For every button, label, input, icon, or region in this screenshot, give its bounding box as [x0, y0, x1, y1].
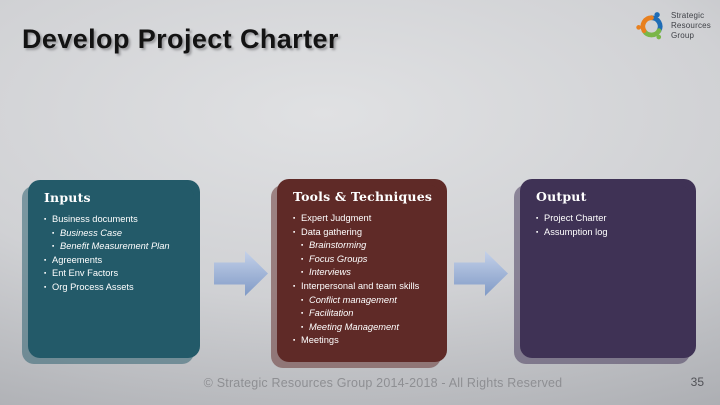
- flow-arrow-right-icon: [454, 251, 508, 296]
- output-box: Output ▪ Project Charter ▪ Assumption log: [520, 179, 696, 358]
- list-item-text: Facilitation: [309, 308, 354, 319]
- list-item: ▪ Benefit Measurement Plan: [44, 240, 191, 254]
- tools-techniques-box: Tools & Techniques ▪ Expert Judgment ▪ Data…: [277, 179, 447, 362]
- inputs-list: ▪ Business documents ▪ Business Case ▪ Benefi…: [44, 213, 191, 295]
- list-item-text: Org Process Assets: [52, 281, 134, 292]
- list-item: ▪ Data gathering: [293, 226, 438, 240]
- list-item: ▪ Expert Judgment: [293, 212, 438, 226]
- bullet-icon: ▪: [293, 337, 296, 345]
- inputs-box: Inputs ▪ Business documents ▪ Business Case…: [28, 180, 200, 358]
- list-item: ▪ Meetings: [293, 334, 438, 348]
- logo-text-line: Group: [670, 30, 695, 40]
- bullet-icon: ▪: [52, 243, 55, 251]
- bullet-icon: ▪: [293, 282, 296, 290]
- bullet-icon: ▪: [536, 215, 539, 222]
- output-box-title: Output: [536, 189, 587, 204]
- list-item: ▪ Business Case: [44, 227, 191, 241]
- bullet-icon: ▪: [44, 270, 47, 278]
- tools-techniques-box-title: Tools & Techniques: [293, 189, 433, 204]
- bullet-icon: ▪: [52, 229, 55, 237]
- list-item-text: Expert Judgment: [301, 213, 372, 223]
- inputs-box-title: Inputs: [44, 190, 91, 205]
- bullet-icon: ▪: [301, 296, 304, 304]
- list-item-text: Project Charter: [544, 213, 607, 223]
- list-item: ▪ Conflict management: [293, 294, 438, 308]
- list-item-text: Meetings: [301, 335, 339, 346]
- bullet-icon: ▪: [301, 255, 304, 263]
- logo-text: Strategic Resources Group: [671, 11, 711, 41]
- bullet-icon: ▪: [301, 269, 304, 277]
- list-item-text: Benefit Measurement Plan: [60, 241, 170, 252]
- list-item-text: Focus Groups: [309, 253, 368, 264]
- bullet-icon: ▪: [301, 310, 304, 318]
- list-item: ▪ Interviews: [293, 266, 438, 280]
- list-item-text: Business documents: [52, 214, 138, 224]
- list-item-text: Business Case: [60, 227, 123, 238]
- list-item: ▪ Meeting Management: [293, 321, 438, 335]
- tools-techniques-list: ▪ Expert Judgment ▪ Data gathering ▪ Brainsto…: [293, 212, 438, 348]
- list-item-text: Ent Env Factors: [52, 268, 119, 279]
- list-item: ▪ Assumption log: [536, 226, 687, 240]
- list-item-text: Interviews: [309, 267, 351, 278]
- list-item: ▪ Org Process Assets: [44, 281, 191, 295]
- bullet-icon: ▪: [44, 283, 47, 291]
- list-item-text: Agreements: [52, 254, 103, 265]
- list-item-text: Meeting Management: [309, 321, 399, 332]
- logo-icon: [636, 12, 663, 40]
- list-item: ▪ Project Charter: [536, 212, 687, 226]
- bullet-icon: ▪: [536, 228, 539, 236]
- list-item: ▪ Focus Groups: [293, 253, 438, 267]
- list-item-text: Interpersonal and team skills: [301, 280, 420, 291]
- output-list: ▪ Project Charter ▪ Assumption log: [536, 212, 687, 239]
- bullet-icon: ▪: [293, 215, 296, 222]
- list-item-text: Data gathering: [301, 226, 362, 237]
- page-title: Develop Project Charter: [22, 24, 339, 54]
- bullet-icon: ▪: [301, 242, 304, 250]
- list-item-text: Conflict management: [309, 294, 397, 305]
- logo-text-line: Resources: [670, 20, 711, 30]
- list-item: ▪ Business documents: [44, 213, 191, 227]
- list-item-text: Brainstorming: [309, 240, 367, 251]
- bullet-icon: ▪: [44, 256, 47, 264]
- bullet-icon: ▪: [301, 323, 304, 331]
- list-item-text: Assumption log: [544, 226, 608, 237]
- logo-text-line: Strategic: [670, 10, 705, 20]
- list-item: ▪ Facilitation: [293, 307, 438, 321]
- bullet-icon: ▪: [44, 216, 47, 223]
- list-item: ▪ Ent Env Factors: [44, 267, 191, 281]
- bullet-icon: ▪: [293, 228, 296, 236]
- list-item: ▪ Interpersonal and team skills: [293, 280, 438, 294]
- list-item: ▪ Agreements: [44, 254, 191, 268]
- copyright-footer: © Strategic Resources Group 2014-2018 - …: [203, 376, 563, 390]
- page-number: 35: [690, 375, 704, 389]
- list-item: ▪ Brainstorming: [293, 239, 438, 253]
- flow-arrow-right-icon: [214, 251, 268, 296]
- company-logo: Strategic Resources Group: [636, 9, 711, 42]
